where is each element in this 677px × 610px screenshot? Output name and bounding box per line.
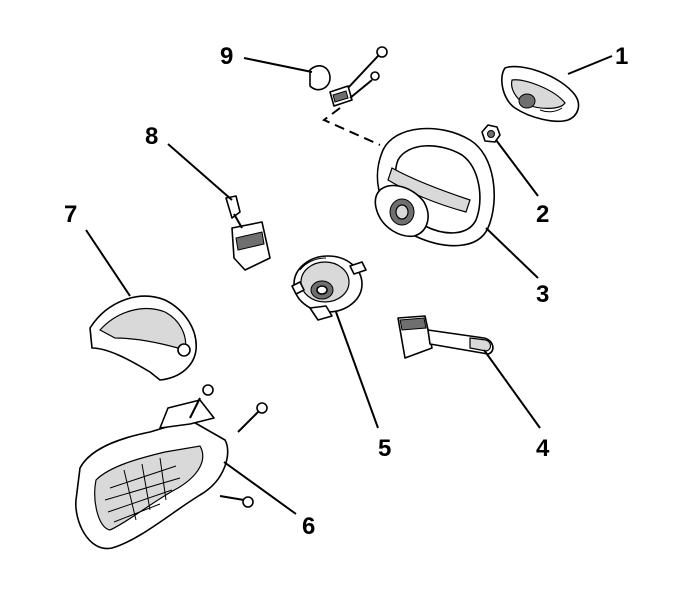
screw-upper (189, 384, 214, 419)
callout-6: 6 (302, 513, 315, 540)
callout-4: 4 (536, 435, 550, 462)
part-4-switch-lever (397, 315, 494, 359)
part-9-horn-contact (309, 46, 388, 146)
callout-5: 5 (378, 435, 391, 462)
callout-7: 7 (64, 201, 77, 228)
callout-8: 8 (145, 123, 158, 150)
callout-2: 2 (536, 201, 549, 228)
part-6-lower-shroud (75, 384, 268, 550)
callout-3: 3 (536, 281, 549, 308)
part-8-connector (225, 195, 271, 271)
part-5-coil-assembly (291, 255, 367, 321)
callouts: 1 2 3 4 5 6 7 8 9 (64, 43, 628, 540)
screw-lower (219, 495, 254, 508)
screw-right (237, 402, 268, 433)
part-1-airbag-module (501, 65, 580, 123)
callout-1: 1 (615, 43, 628, 70)
leader-lines (85, 55, 613, 515)
part-2-nut (481, 124, 501, 143)
part-3-steering-wheel (374, 127, 496, 247)
callout-9: 9 (220, 43, 233, 70)
part-7-upper-shroud (89, 295, 197, 381)
